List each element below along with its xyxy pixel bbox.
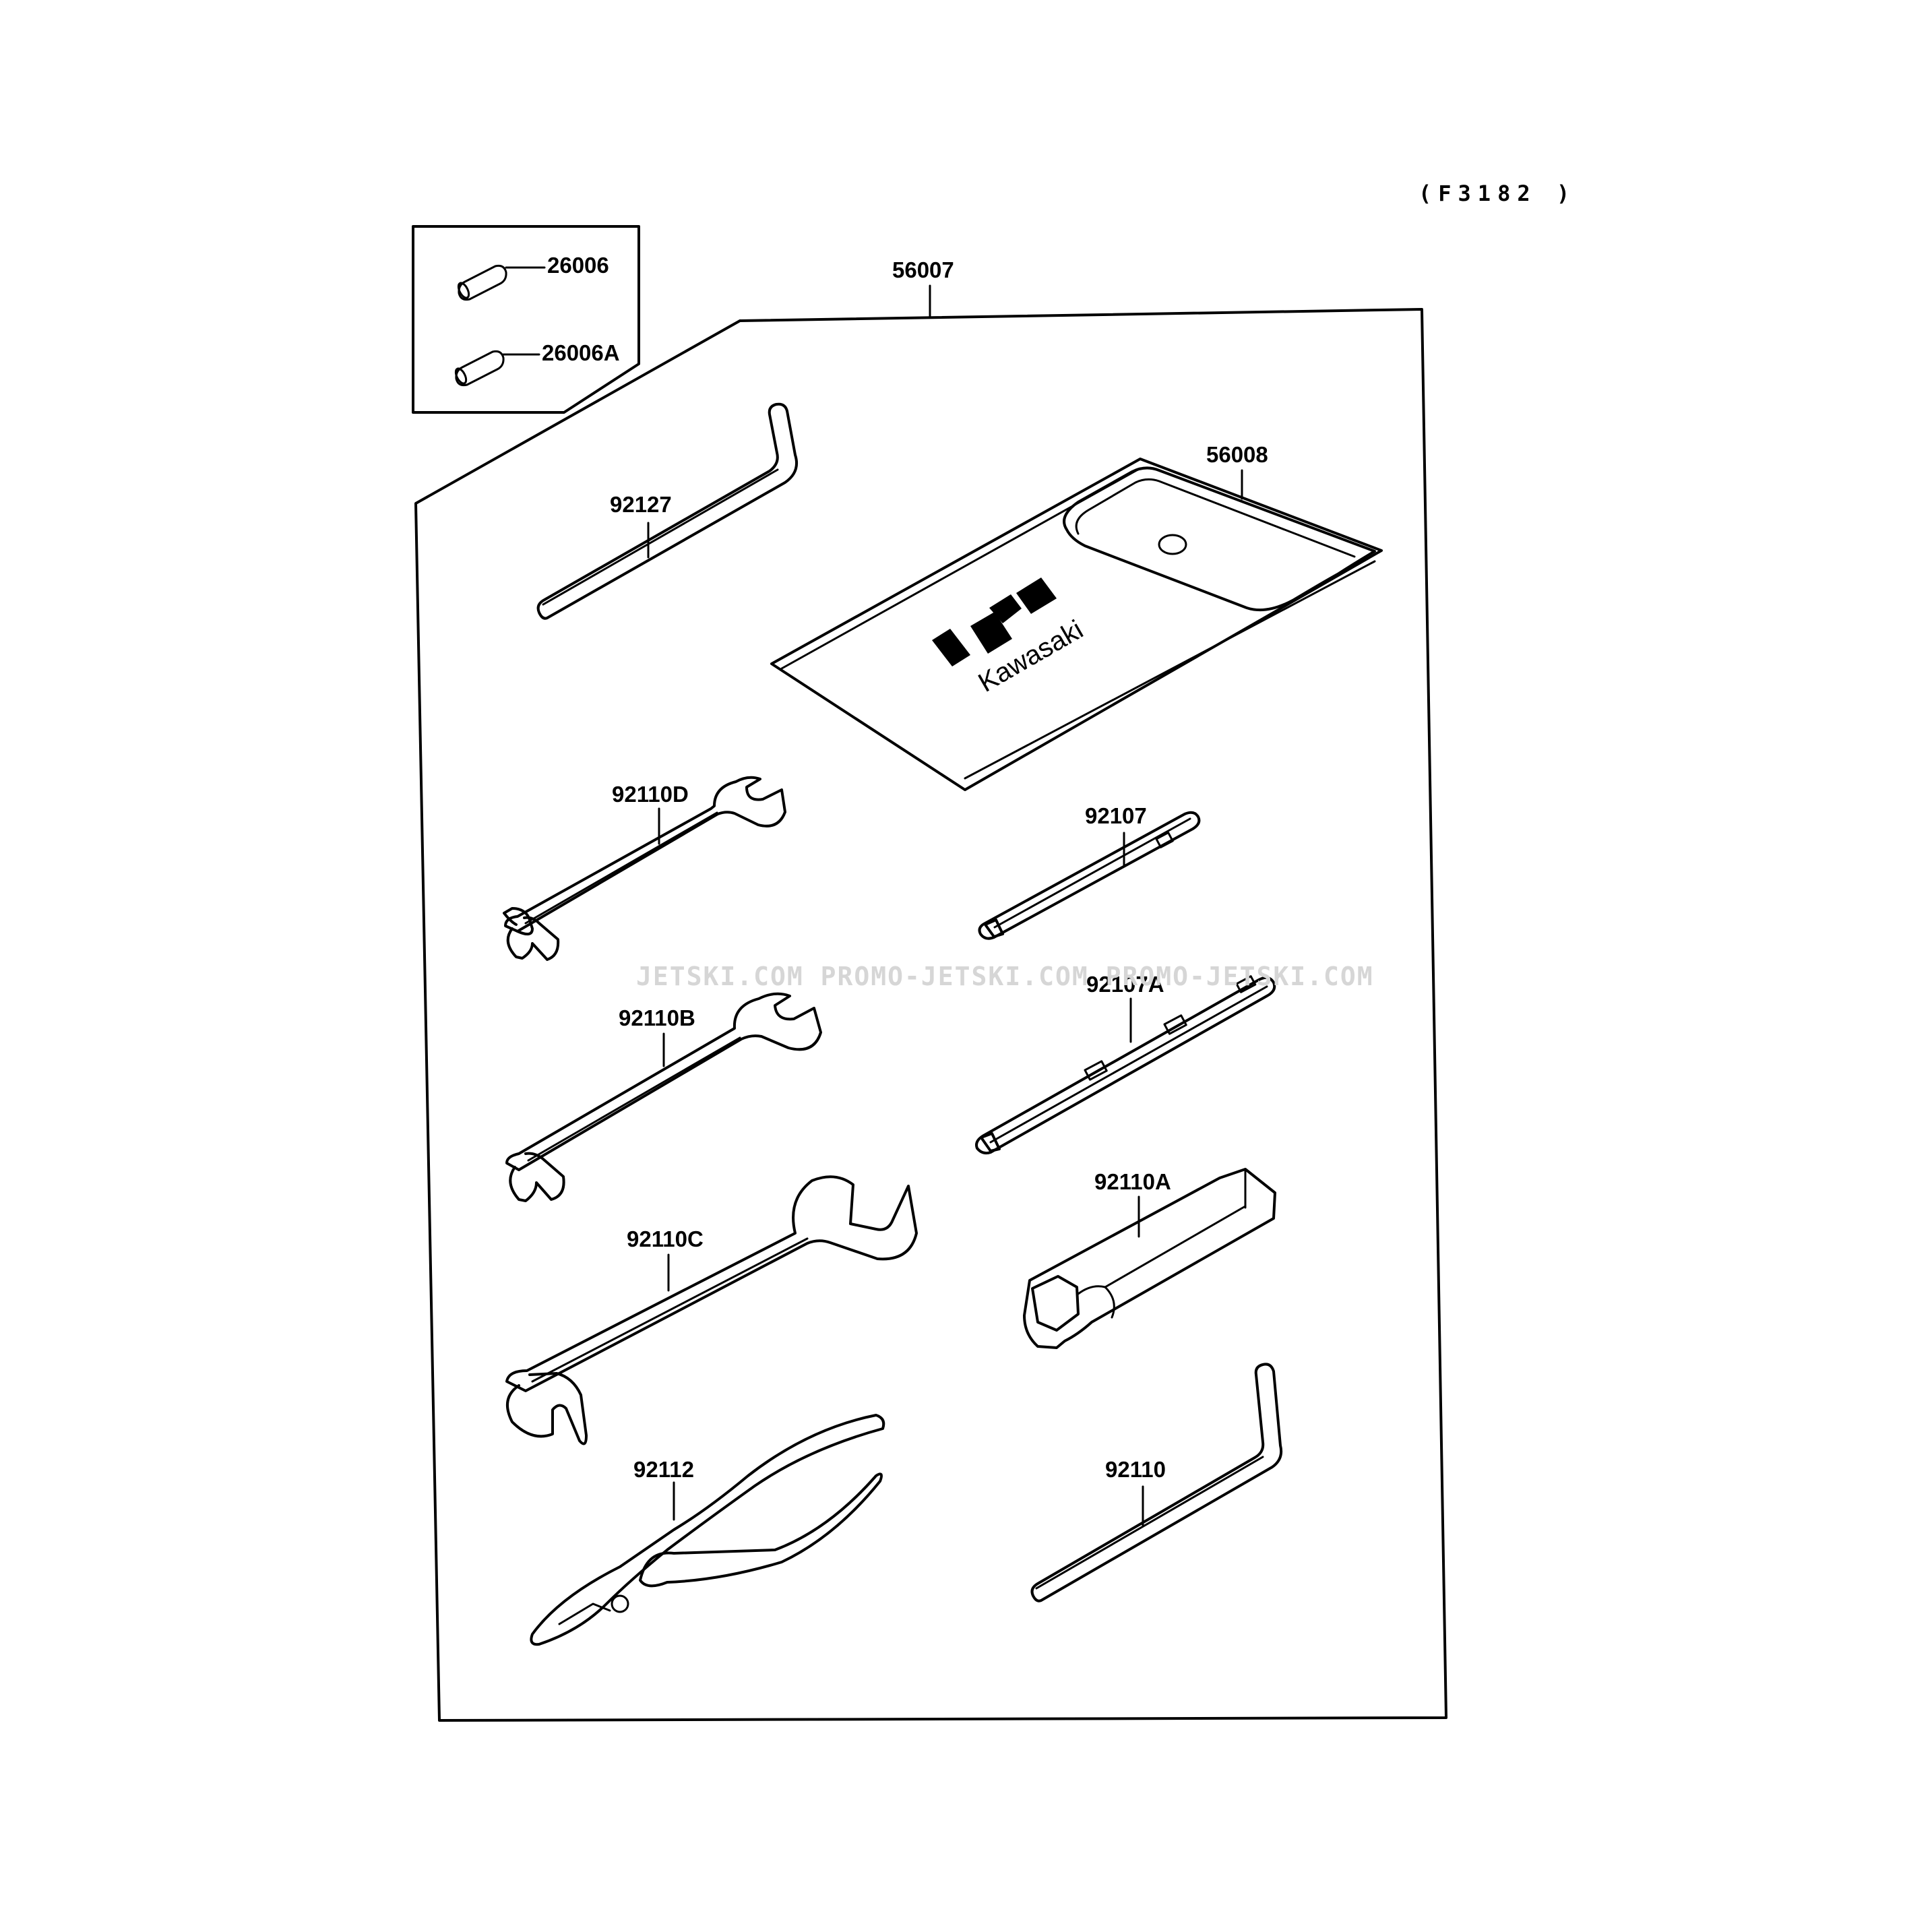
open-wrench-92110C: 92110C [505,1175,918,1445]
label-92112: 92112 [633,1457,694,1482]
label-56008: 56008 [1206,442,1268,467]
socket-wrench-92110A: 92110A [1023,1168,1276,1349]
label-92107: 92107 [1085,803,1147,828]
diagram-code: (F3182 ) [1419,181,1576,206]
hex-wrench-92127: 92127 [536,402,799,620]
fuse-26006A: 26006A [454,340,620,387]
label-26006: 26006 [547,253,609,278]
screwdriver-92107: 92107 [978,803,1201,940]
open-wrench-92110B: 92110B [505,992,822,1202]
watermark: JETSKI.COM PROMO-JETSKI.COM PROMO-JETSKI… [636,962,1374,991]
label-56007: 56007 [892,257,954,282]
label-92110: 92110 [1105,1457,1166,1482]
label-92107A: 92107A [1086,972,1164,997]
open-wrench-92110D: 92110D [503,776,786,961]
screwdriver-92107A: 92107A [975,972,1276,1155]
kawasaki-logo: Kawasaki [932,578,1088,698]
label-26006A: 26006A [542,340,620,365]
label-92110B: 92110B [619,1005,695,1030]
fuse-26006: 26006 [457,253,609,301]
pliers-92112: 92112 [530,1414,885,1646]
tool-bag-56008: 56008 Kawasaki [770,442,1383,791]
fuse-box [412,225,640,414]
hex-wrench-92110: 92110 [1030,1363,1283,1602]
label-92110C: 92110C [627,1226,704,1251]
label-92127: 92127 [610,492,672,517]
label-92110A: 92110A [1094,1169,1171,1194]
label-92110D: 92110D [612,782,689,807]
toolkit-outline: 56007 [414,257,1447,1722]
